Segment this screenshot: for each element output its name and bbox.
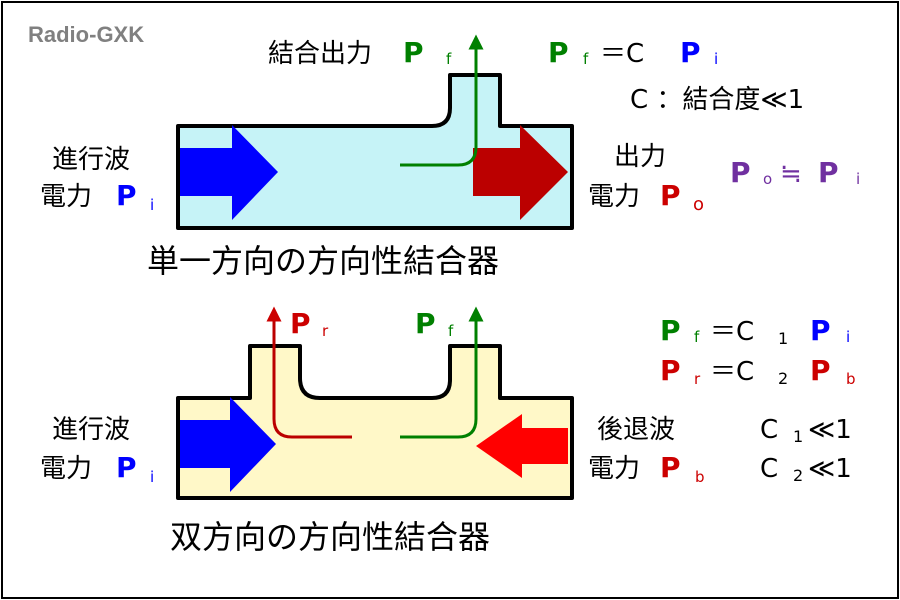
bottom-eq2-rhs-sub: b (846, 370, 856, 388)
bottom-back-label-1: 後退波 (597, 415, 675, 445)
top-eq1-rhs-sub: i (714, 50, 718, 68)
bottom-input-label-1: 進行波 (52, 415, 130, 445)
bottom-forward-sub: f (448, 322, 454, 340)
bottom-back-arrow (476, 414, 568, 478)
bottom-reflected-path (266, 306, 352, 439)
bottom-input-sub: i (150, 468, 154, 486)
top-output-symbol: P (660, 179, 681, 212)
bottom-eq1-rhs: P (810, 314, 831, 347)
top-input-label-2: 電力 (40, 182, 92, 212)
bottom-input-arrow (180, 397, 276, 492)
top-title: 単一方向の方向性結合器 (147, 242, 499, 280)
top-eq1-op: ＝C (600, 39, 644, 69)
bottom-back-label-2: 電力 (588, 454, 640, 484)
bottom-coupler-body (176, 344, 574, 500)
top-coupled-symbol: P (403, 36, 424, 69)
bottom-title: 双方向の方向性結合器 (170, 518, 490, 556)
bottom-forward-path (400, 306, 484, 439)
bottom-reflected-symbol: P (290, 307, 311, 340)
bottom-eq1-lhs: P (660, 314, 681, 347)
bottom-eq2-op: ＝C (710, 357, 754, 387)
bottom-cond2-rest: ≪1 (808, 454, 852, 484)
top-input-label-1: 進行波 (52, 145, 130, 175)
bottom-cond1-sub: 1 (793, 427, 803, 446)
bottom-input-symbol: P (116, 451, 137, 484)
watermark-text: Radio-GXK (28, 22, 144, 47)
bottom-back-symbol: P (660, 451, 681, 484)
top-approx-lhs: P (730, 156, 751, 189)
top-eq2: C ：結合度≪1 (630, 85, 804, 115)
top-approx-op: ≒ (780, 159, 802, 189)
bottom-eq2-rhs: P (810, 354, 831, 387)
bottom-eq2-c-sub: 2 (778, 369, 788, 388)
bottom-cond1-rest: ≪1 (808, 415, 852, 445)
top-approx-lhs-sub: o (763, 170, 772, 188)
bottom-eq1-c-sub: 1 (778, 329, 788, 348)
top-approx-rhs-sub: i (856, 170, 860, 188)
top-output-arrow (473, 125, 568, 220)
bottom-forward-symbol: P (415, 307, 436, 340)
bottom-eq1-op: ＝C (710, 317, 754, 347)
bottom-cond2-sub: 2 (793, 466, 803, 485)
bottom-input-label-2: 電力 (40, 454, 92, 484)
bottom-eq1-lhs-sub: f (694, 328, 700, 346)
top-input-symbol: P (116, 179, 137, 212)
top-input-arrow (180, 125, 278, 220)
top-eq1-lhs: P (548, 36, 569, 69)
top-coupled-path (400, 34, 484, 167)
top-output-label-2: 電力 (588, 182, 640, 212)
bottom-back-sub: b (695, 468, 705, 486)
top-input-sub: i (150, 196, 154, 214)
top-output-label-1: 出力 (614, 142, 666, 172)
top-approx-rhs: P (818, 156, 839, 189)
bottom-cond2-c: C (760, 454, 778, 484)
bottom-eq2-lhs: P (660, 354, 681, 387)
top-coupled-label: 結合出力 (268, 39, 372, 69)
top-eq1-rhs: P (680, 36, 701, 69)
top-output-sub: o (693, 194, 704, 215)
bottom-eq1-rhs-sub: i (846, 328, 850, 346)
top-eq1-lhs-sub: f (583, 50, 589, 68)
bottom-eq2-lhs-sub: r (694, 370, 701, 388)
bottom-cond1-c: C (760, 415, 778, 445)
bottom-reflected-sub: r (322, 322, 329, 340)
top-coupled-sub: f (446, 50, 452, 68)
